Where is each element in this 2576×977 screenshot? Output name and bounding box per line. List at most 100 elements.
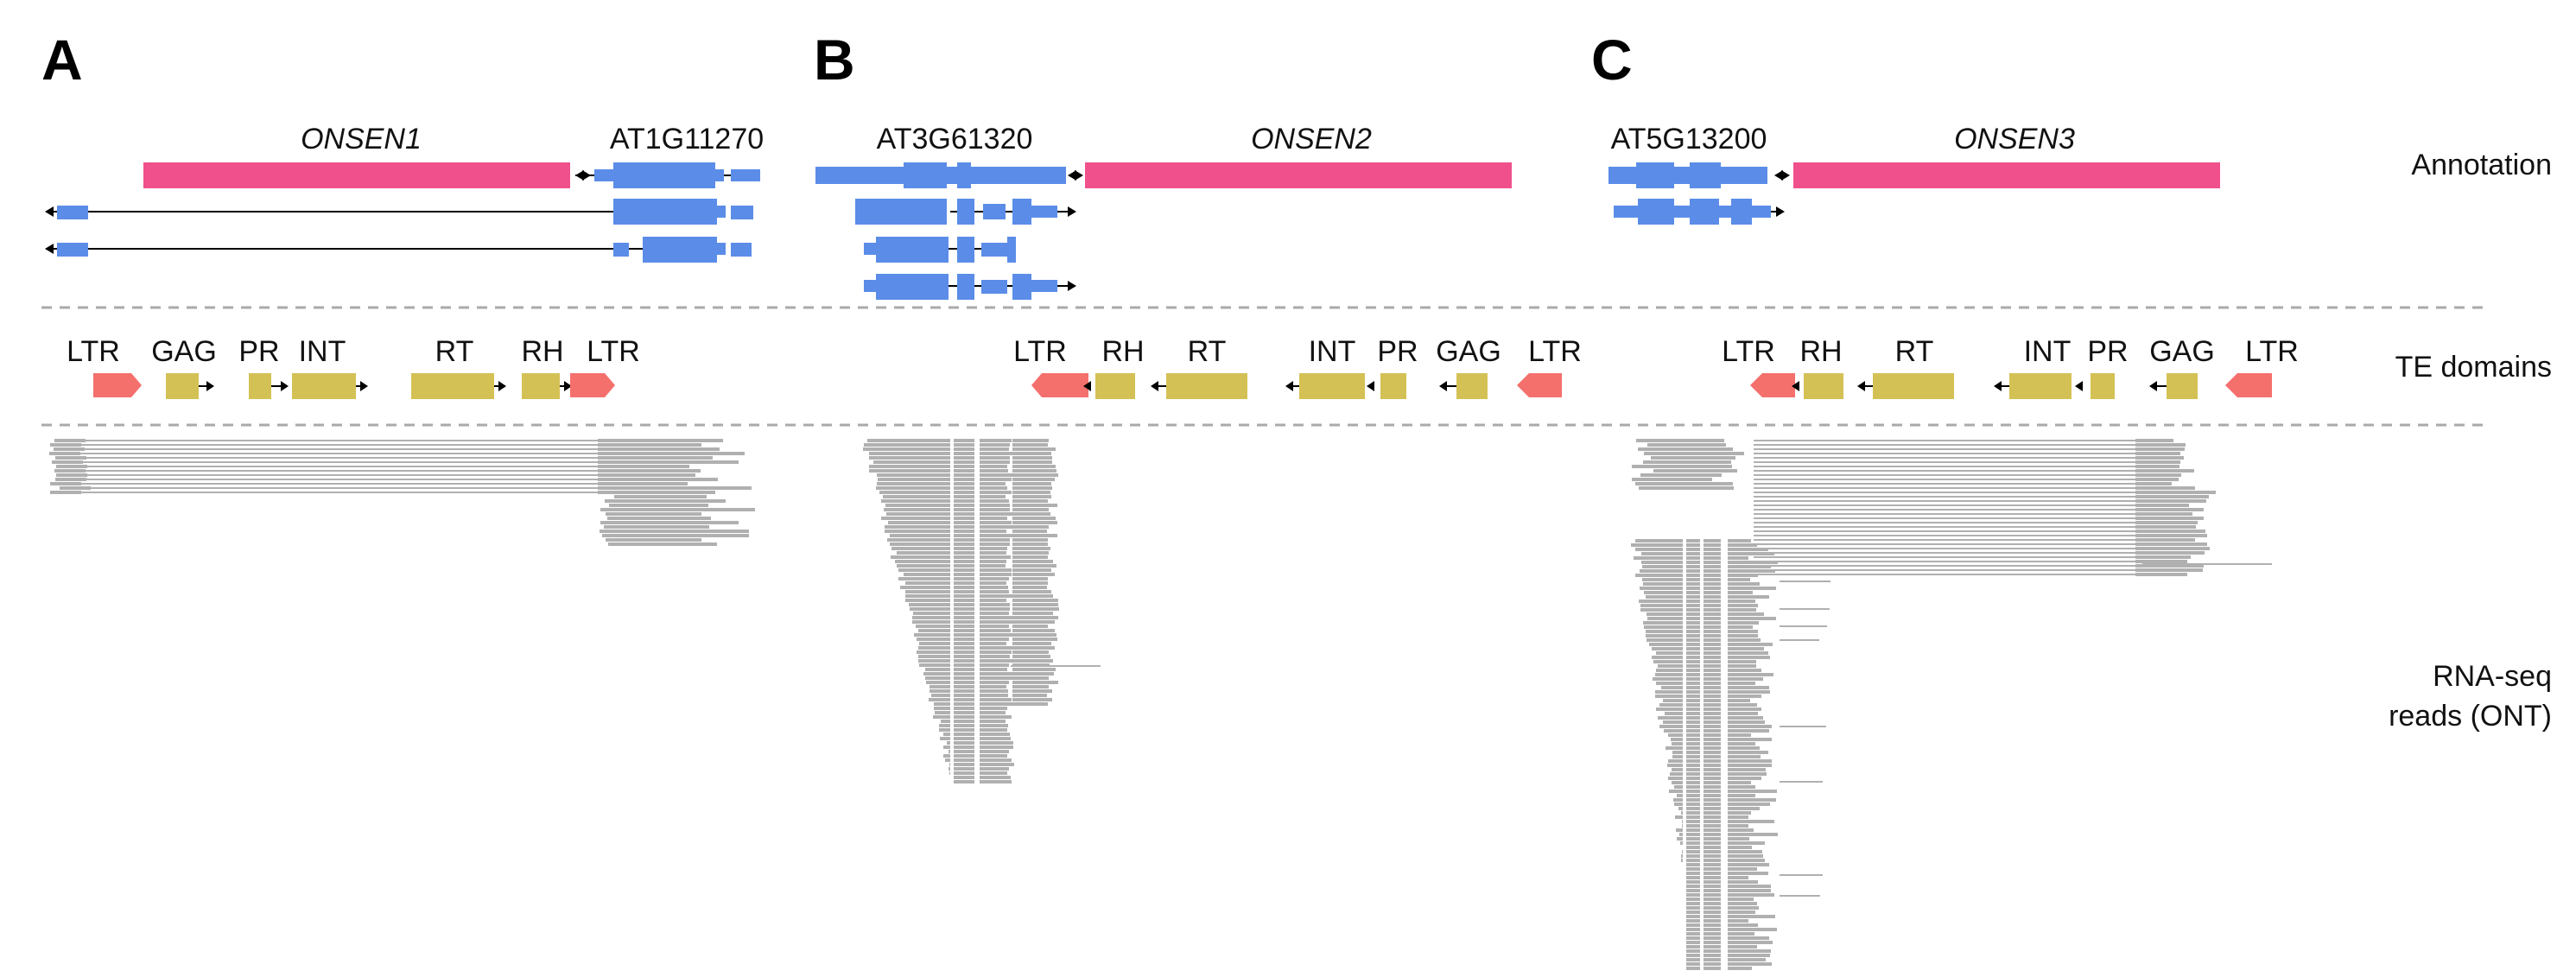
read	[954, 689, 974, 693]
read	[2135, 547, 2210, 550]
read	[980, 512, 1013, 516]
read	[1012, 439, 1049, 442]
panel-c-domain-label: LTR	[1722, 335, 1775, 368]
read	[954, 707, 974, 710]
read	[1728, 906, 1759, 910]
read	[1674, 803, 1683, 806]
read	[954, 499, 974, 503]
read	[1640, 604, 1683, 607]
read	[954, 603, 974, 606]
read	[1666, 746, 1683, 750]
read	[980, 655, 1010, 658]
read	[1686, 630, 1700, 633]
read	[890, 534, 950, 537]
panel-b-rnaseq-reads	[863, 439, 1101, 784]
read	[980, 525, 1012, 529]
read	[1686, 591, 1700, 594]
read	[954, 663, 974, 667]
read	[1704, 885, 1721, 888]
read	[1012, 668, 1056, 671]
read	[1728, 738, 1772, 741]
read	[1686, 569, 1700, 573]
read	[954, 517, 974, 520]
read	[954, 577, 974, 580]
read	[980, 733, 1010, 736]
read	[883, 495, 950, 498]
read	[1704, 859, 1721, 862]
read	[1728, 729, 1769, 733]
read	[1704, 699, 1721, 702]
read	[934, 707, 950, 710]
read	[1012, 573, 1055, 576]
read	[1686, 755, 1700, 758]
read	[885, 530, 950, 533]
read	[1728, 699, 1750, 702]
read	[1012, 542, 1048, 546]
panel-c-te-domains: LTR RH RT INT PR GAG LTR	[1722, 335, 2299, 399]
read	[1012, 447, 1056, 451]
read	[1012, 603, 1058, 606]
read	[2135, 525, 2196, 529]
read	[1704, 906, 1721, 910]
read	[954, 685, 974, 688]
read	[2135, 447, 2185, 451]
read	[1704, 712, 1721, 715]
read	[1686, 621, 1700, 625]
read	[1012, 443, 1048, 447]
read	[954, 694, 974, 697]
read	[891, 547, 950, 550]
read	[600, 530, 749, 533]
read	[980, 560, 1006, 563]
read	[1686, 733, 1700, 737]
read	[1728, 893, 1774, 897]
read	[1704, 841, 1721, 845]
read	[1728, 682, 1755, 685]
read	[1655, 695, 1683, 698]
read	[1728, 837, 1749, 841]
read	[980, 447, 1009, 451]
read	[55, 478, 86, 481]
read	[1704, 600, 1721, 603]
read	[1754, 474, 2142, 476]
read	[1728, 643, 1773, 646]
read	[1686, 928, 1700, 931]
read	[1704, 863, 1721, 866]
read	[886, 512, 950, 516]
read	[1728, 660, 1756, 663]
read	[1686, 777, 1700, 780]
read	[1704, 738, 1721, 741]
read	[1647, 443, 1726, 447]
read	[980, 698, 1012, 701]
read	[1644, 591, 1683, 594]
read	[1012, 681, 1058, 684]
read	[935, 711, 950, 714]
read	[1646, 638, 1683, 642]
read	[598, 491, 715, 494]
read	[2135, 478, 2179, 481]
read	[905, 599, 950, 602]
read	[606, 512, 701, 516]
read	[954, 555, 974, 559]
row-label-rnaseq-line2: reads (ONT)	[2389, 700, 2552, 733]
read	[1679, 833, 1683, 836]
read	[1728, 561, 1778, 564]
read	[912, 620, 950, 624]
read	[1704, 803, 1721, 806]
read	[1012, 638, 1057, 641]
read	[954, 607, 974, 611]
panel-a-pr-domain	[249, 373, 271, 399]
read	[1754, 509, 2142, 511]
read	[49, 452, 80, 455]
read	[873, 460, 950, 464]
read	[2135, 499, 2206, 503]
read	[598, 456, 713, 460]
read	[1728, 768, 1766, 771]
panel-a-domain-label: LTR	[587, 335, 640, 368]
read	[1686, 889, 1700, 892]
read	[1780, 726, 1826, 727]
read	[980, 594, 1013, 598]
panel-c-annotation: AT5G13200 ONSEN3	[1608, 123, 2220, 225]
read	[939, 724, 950, 727]
panel-a-rnaseq-reads	[49, 439, 755, 546]
read	[79, 444, 598, 446]
